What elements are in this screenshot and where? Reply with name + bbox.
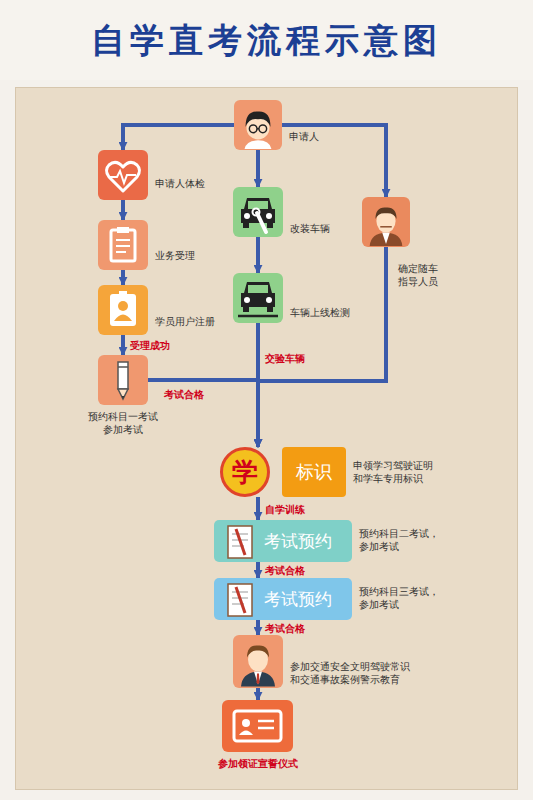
icon-picture <box>222 700 293 752</box>
icon-picture <box>233 187 283 237</box>
icon-picture <box>234 100 282 150</box>
node-label: 预约科目二考试， 参加考试 <box>359 528 445 553</box>
icon-box: 学员用户注册 <box>98 285 148 335</box>
icon-picture <box>98 150 148 200</box>
icon-box: 参加交通安全文明驾驶常识 和交通事故案例警示教育 <box>233 635 283 688</box>
node-label: 申请人 <box>289 131 349 144</box>
icon-box: 改装车辆 <box>233 187 283 237</box>
edge-label: 考试合格 <box>263 622 307 635</box>
flow-arrow <box>282 125 386 197</box>
diagram-title: 自学直考流程示意图 <box>0 18 533 62</box>
edge-label: 交验车辆 <box>263 352 307 365</box>
icon-box: 参加领证宣誓仪式 <box>222 700 293 752</box>
flow-arrow <box>123 125 234 150</box>
flow-arrow <box>256 150 260 187</box>
flow-arrow <box>121 335 125 355</box>
icon-picture <box>220 520 260 564</box>
icon-box: 业务受理 <box>98 220 148 270</box>
edge-label: 自学训练 <box>263 503 307 516</box>
icon-picture <box>233 635 283 688</box>
flow-arrow <box>256 688 260 700</box>
icon-picture <box>220 578 260 622</box>
icon-box: 申请人 <box>234 100 282 150</box>
node-label: 参加领证宣誓仪式 <box>202 758 313 771</box>
edge-label: 考试合格 <box>162 388 206 401</box>
icon-picture <box>98 220 148 270</box>
box-text: 学 <box>223 450 267 494</box>
flow-arrow <box>256 497 260 520</box>
icon-picture <box>233 273 283 323</box>
icon-box: 考试预约预约科目三考试， 参加考试 <box>214 578 352 620</box>
flow-arrow <box>256 562 260 578</box>
icon-picture <box>98 285 148 335</box>
node-label: 预约科目一考试 参加考试 <box>85 411 161 436</box>
box-text: 考试预约 <box>264 587 332 611</box>
flow-arrow <box>256 323 260 447</box>
node-label: 申领学习驾驶证明 和学车专用标识 <box>353 460 439 485</box>
edge-label: 受理成功 <box>128 339 172 352</box>
flow-arrow <box>256 237 260 273</box>
node-label: 车辆上线检测 <box>290 307 370 320</box>
node-label: 改装车辆 <box>290 223 350 236</box>
node-label: 预约科目三考试， 参加考试 <box>359 586 445 611</box>
flow-arrow <box>148 380 258 447</box>
flow-arrow <box>256 620 260 635</box>
process-box: 标识申领学习驾驶证明 和学车专用标识 <box>282 447 346 497</box>
box-text: 标识 <box>282 460 346 484</box>
icon-picture <box>362 197 410 247</box>
flow-arrow <box>121 270 125 285</box>
icon-box: 申请人体检 <box>98 150 148 200</box>
node-label: 业务受理 <box>155 250 215 263</box>
node-label: 学员用户注册 <box>155 316 235 329</box>
icon-box: 车辆上线检测 <box>233 273 283 323</box>
icon-box: 考试预约预约科目二考试， 参加考试 <box>214 520 352 562</box>
box-text: 考试预约 <box>264 529 332 553</box>
edge-label: 考试合格 <box>263 564 307 577</box>
flow-arrow <box>121 200 125 220</box>
node-label: 参加交通安全文明驾驶常识 和交通事故案例警示教育 <box>290 661 416 686</box>
icon-box: 预约科目一考试 参加考试 <box>98 355 148 405</box>
icon-box: 确定随车 指导人员 <box>362 197 410 247</box>
icon-picture <box>98 355 148 405</box>
node-label: 确定随车 指导人员 <box>398 263 444 288</box>
process-box: 学 <box>220 447 270 497</box>
node-label: 申请人体检 <box>155 178 225 191</box>
